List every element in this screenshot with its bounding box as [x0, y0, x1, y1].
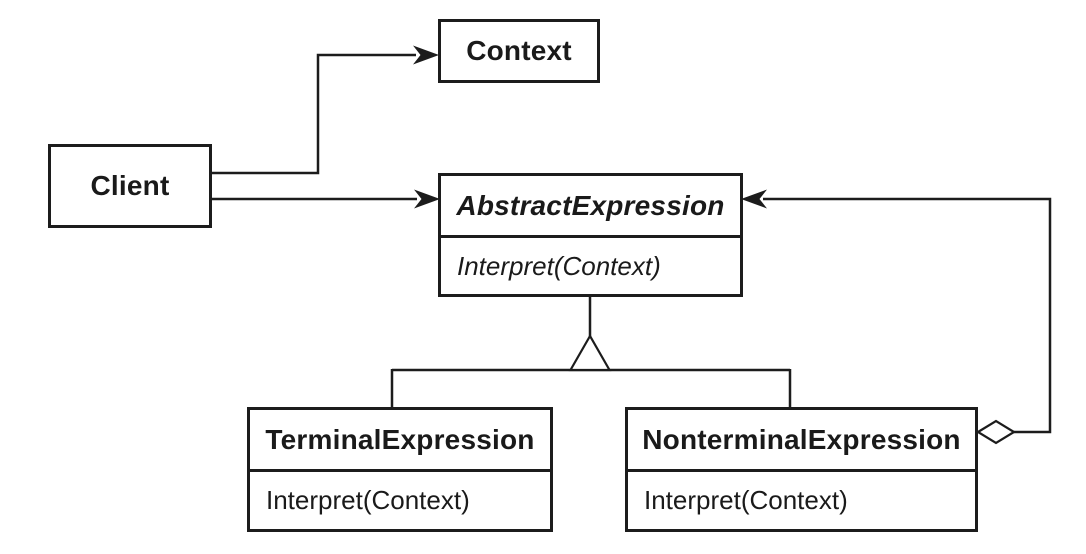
association-arrowhead-icon	[414, 189, 440, 209]
class-abstract-expression-method: Interpret(Context)	[457, 250, 661, 281]
class-terminal-expression-name: TerminalExpression	[250, 410, 550, 472]
association-arrowhead-icon	[413, 45, 439, 65]
aggregation-connector	[741, 189, 1052, 445]
class-terminal-expression-method: Interpret(Context)	[266, 485, 470, 515]
class-nonterminal-expression-name: NonterminalExpression	[628, 410, 975, 472]
inheritance-connector	[390, 296, 792, 408]
class-context-name: Context	[466, 35, 572, 66]
class-client: Client	[48, 144, 212, 228]
class-context: Context	[438, 19, 600, 83]
class-terminal-expression: TerminalExpression Interpret(Context)	[247, 407, 553, 532]
class-nonterminal-expression: NonterminalExpression Interpret(Context)	[625, 407, 978, 532]
class-abstract-expression: AbstractExpression Interpret(Context)	[438, 173, 743, 297]
class-abstract-expression-name: AbstractExpression	[441, 176, 740, 238]
class-nonterminal-expression-method: Interpret(Context)	[644, 485, 848, 515]
client-abstract-expression-association	[212, 189, 440, 209]
aggregation-diamond-icon	[975, 419, 1017, 445]
class-client-name: Client	[90, 170, 170, 201]
association-arrowhead-icon	[741, 189, 767, 209]
client-context-association	[212, 45, 439, 175]
inheritance-triangle-icon	[568, 333, 612, 372]
